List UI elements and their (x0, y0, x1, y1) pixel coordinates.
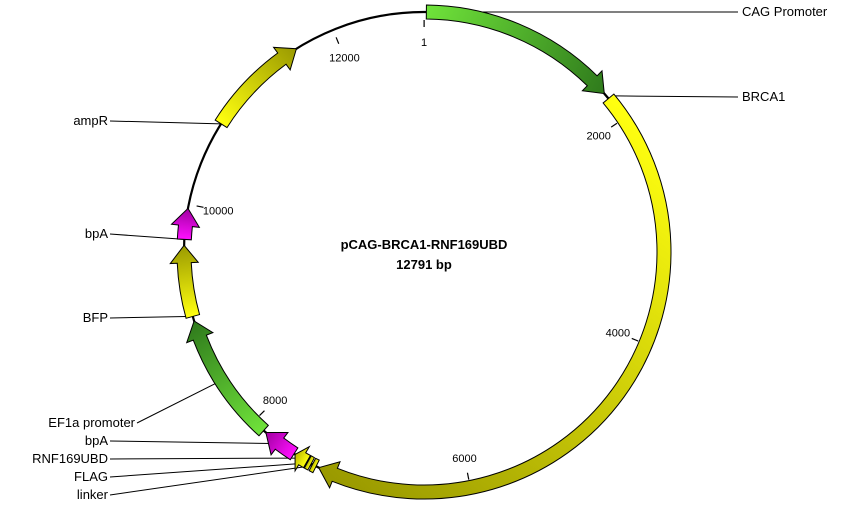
tick-mark (610, 122, 618, 128)
feature-label[interactable]: BFP (82, 310, 108, 325)
plasmid-length: 12791 bp (396, 257, 452, 272)
tick-label: 12000 (329, 53, 360, 65)
tick-mark (631, 337, 639, 342)
feature-linker[interactable] (308, 457, 320, 474)
tick-label: 2000 (586, 130, 610, 142)
tick-label: 1 (421, 37, 427, 49)
feature-brca1[interactable] (317, 93, 672, 500)
feature-label[interactable]: RNF169UBD (32, 451, 108, 466)
feature-label[interactable]: ampR (73, 113, 108, 128)
feature-bfp[interactable] (169, 244, 201, 319)
feature-label[interactable]: bpA (84, 433, 108, 448)
tick-label: 10000 (203, 205, 234, 217)
tick-mark (335, 37, 340, 44)
leader-line (109, 440, 280, 445)
leader-line (109, 457, 301, 460)
leader-line (109, 233, 185, 240)
tick-label: 8000 (263, 395, 287, 407)
feature-label[interactable]: EF1a promoter (48, 415, 135, 430)
feature-ef1a-promoter[interactable] (185, 320, 270, 437)
feature-label[interactable]: FLAG (74, 469, 108, 484)
feature-rnf169ubd[interactable] (294, 445, 312, 473)
feature-bpa[interactable] (170, 207, 201, 241)
leader-line (136, 380, 222, 424)
tick-mark (466, 472, 470, 480)
tick-label: 6000 (452, 453, 476, 465)
feature-label[interactable]: bpA (84, 226, 108, 241)
feature-bpa[interactable] (265, 431, 299, 461)
feature-ampr[interactable] (214, 46, 298, 129)
label-leader-lines (109, 11, 739, 496)
features (169, 4, 672, 500)
leader-line (109, 315, 193, 319)
feature-label[interactable]: linker (76, 487, 108, 502)
tick-label: 4000 (606, 328, 630, 340)
feature-cag-promoter[interactable] (425, 4, 605, 95)
leader-line (109, 462, 310, 478)
feature-label[interactable]: BRCA1 (742, 89, 786, 104)
tick-mark (196, 205, 204, 208)
tick-mark (259, 410, 265, 417)
leader-line (615, 95, 739, 98)
feature-label[interactable]: CAG Promoter (742, 4, 828, 19)
feature-flag[interactable] (303, 455, 316, 471)
leader-line (109, 120, 222, 125)
leader-line (109, 464, 315, 496)
plasmid-name: pCAG-BRCA1-RNF169UBD (340, 237, 508, 252)
